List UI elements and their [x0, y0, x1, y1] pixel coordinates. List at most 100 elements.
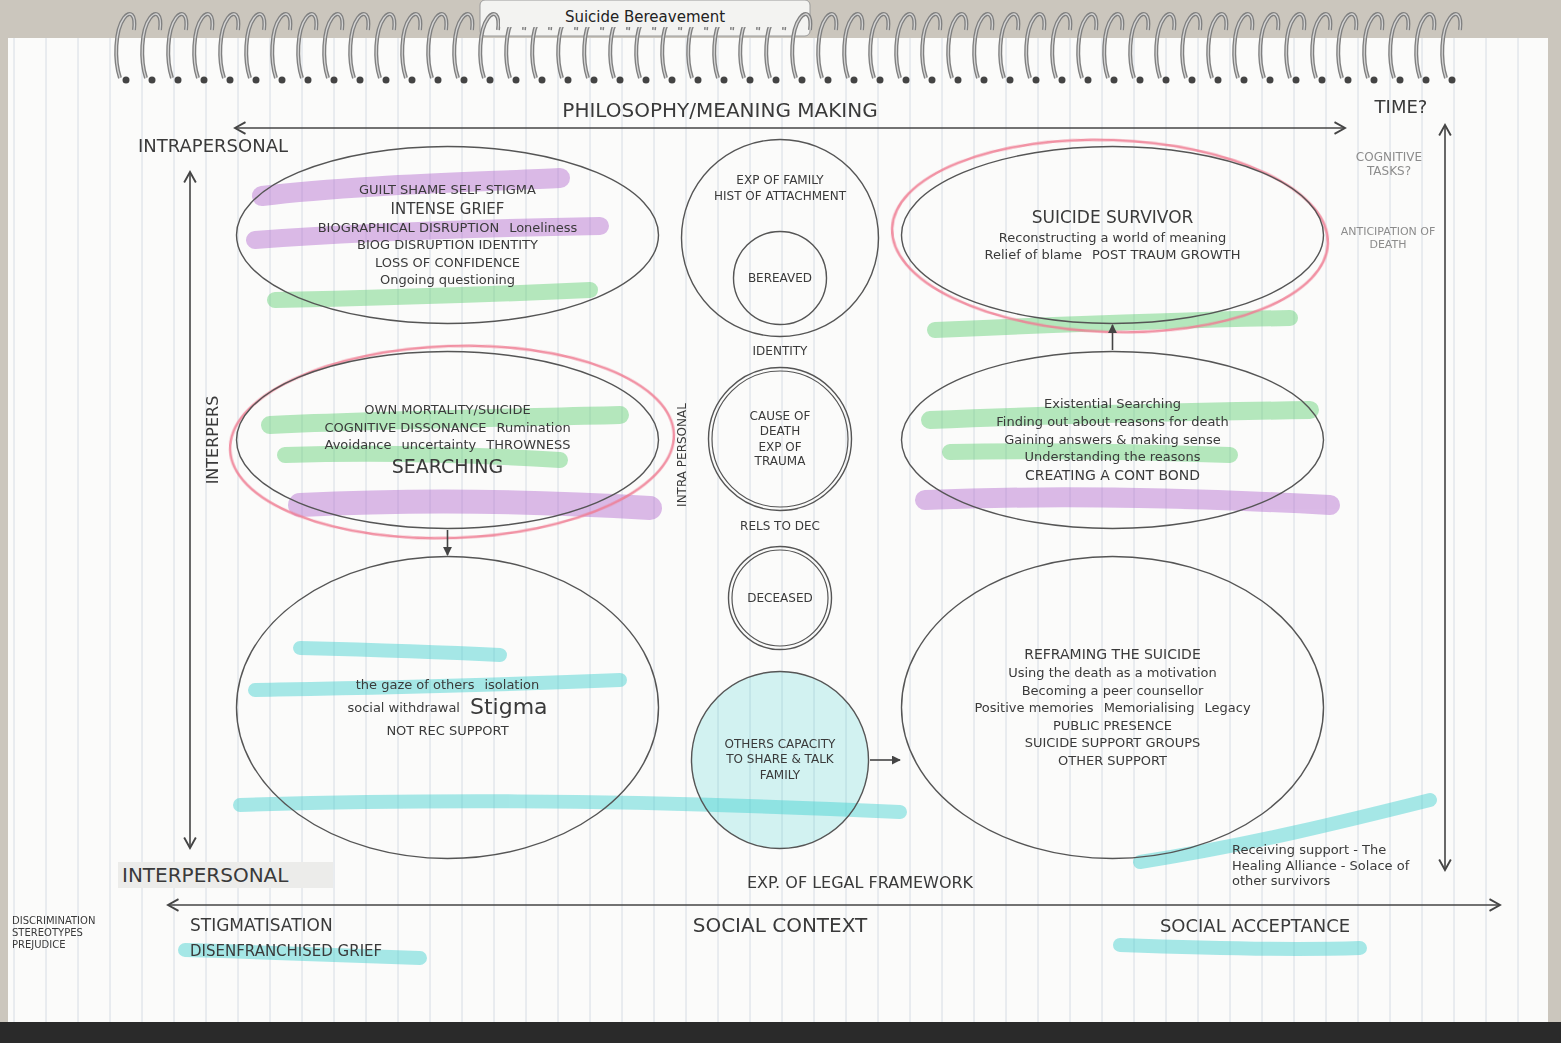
node-outline	[707, 366, 853, 512]
annotation-label: INTERPERSONAL	[118, 862, 333, 888]
node-text: SUICIDE SUPPORT GROUPS	[1025, 735, 1201, 751]
meaning-axis-arrow	[235, 127, 1345, 129]
node-text: NOT REC SUPPORT	[386, 723, 508, 739]
outline-shape	[729, 547, 832, 650]
ellipse-node: SUICIDE SURVIVORReconstructing a world o…	[900, 145, 1325, 325]
annotation-label: Receiving support - The Healing Alliance…	[1232, 842, 1437, 889]
annotation-label: PHILOSOPHY/MEANING MAKING	[500, 98, 940, 122]
node-content: the gaze of othersisolationsocial withdr…	[303, 604, 592, 811]
node-content: Existential SearchingFinding out about r…	[968, 379, 1257, 501]
annotation-label: INTERPERS	[203, 396, 222, 485]
arrow-connector	[1112, 325, 1114, 350]
annotation-label: IDENTITY	[720, 344, 840, 358]
ellipse-node: Existential SearchingFinding out about r…	[900, 350, 1325, 530]
node-text: Memorialising	[1104, 700, 1195, 716]
node-text: GUILT SHAME SELF STIGMA	[359, 182, 536, 198]
node-text: uncertainty	[402, 437, 477, 453]
node-text: LOSS OF CONFIDENCE	[375, 255, 520, 271]
node-content: OTHERS CAPACITY TO SHARE & TALKFAMILY	[721, 701, 840, 820]
annotation-label: SOCIAL CONTEXT	[630, 913, 930, 937]
time-axis-arrow	[1444, 125, 1446, 870]
pink-outlines	[227, 132, 1331, 545]
node-text: COGNITIVE DISSONANCE	[324, 420, 486, 436]
node-text: Using the death as a motivation	[1008, 665, 1217, 681]
node-text: DECEASED	[747, 591, 812, 605]
annotation-label: ANTICIPATION OF DEATH	[1338, 225, 1438, 251]
annotation-label: RELS TO DEC	[720, 519, 840, 533]
node-text: Understanding the reasons	[1024, 449, 1200, 465]
node-text: Becoming a peer counsellor	[1022, 683, 1204, 699]
node-text: Existential Searching	[1044, 396, 1181, 412]
annotation-label: SOCIAL ACCEPTANCE	[1140, 915, 1370, 937]
outline-shape	[237, 557, 659, 859]
green-highlight	[275, 290, 590, 300]
node-text: Ongoing questioning	[380, 272, 515, 288]
node-text: isolation	[484, 677, 539, 693]
node-text: CAUSE OF DEATH	[736, 409, 824, 438]
node-text: Avoidance	[325, 437, 392, 453]
node-text: EXP OF TRAUMA	[736, 440, 824, 469]
highlighter-strokes	[185, 178, 1430, 958]
annotation-label: INTRAPERSONAL	[138, 135, 318, 157]
node-text: OTHER SUPPORT	[1058, 753, 1167, 769]
node-content: CAUSE OF DEATHEXP OF TRAUMA	[736, 395, 824, 483]
ruled-lines	[8, 38, 1548, 1023]
outline-shape	[732, 550, 828, 646]
annotation-label: INTRA PERSONAL	[675, 403, 689, 507]
node-text: CREATING A CONT BOND	[1025, 467, 1200, 484]
annotation-label: Suicide Bereavement	[500, 7, 790, 27]
node-text: EXP OF FAMILY	[736, 173, 823, 187]
node-text: Stigma	[470, 694, 548, 720]
node-content: DECEASED	[740, 558, 821, 639]
outline-shape	[682, 140, 879, 337]
annotation-label: DISENFRANCHISED GRIEF	[190, 942, 470, 960]
node-text: BIOG DISRUPTION IDENTITY	[357, 237, 538, 253]
outline-shape	[902, 147, 1324, 324]
outline-shape	[709, 368, 852, 511]
pink-loop	[889, 132, 1331, 339]
node-text: PUBLIC PRESENCE	[1053, 718, 1172, 734]
annotation-label: STIGMATISATION	[190, 915, 430, 935]
node-content: REFRAMING THE SUICIDE Using the death as …	[968, 604, 1257, 811]
arrow-connector	[870, 759, 900, 761]
annotation-label: DISCRIMINATION STEREOTYPES PREJUDICE	[12, 915, 116, 951]
node-text: THROWNESS	[486, 437, 570, 453]
node-text: BIOGRAPHICAL DISRUPTION	[318, 220, 499, 236]
node-content: EXP OF FAMILY HIST OF ATTACHMENT	[705, 166, 855, 210]
outline-shape	[237, 147, 659, 324]
circle-node: DECEASED	[727, 545, 833, 651]
ellipse-node: REFRAMING THE SUICIDE Using the death as …	[900, 555, 1325, 860]
ellipse-node: OWN MORTALITY/SUICIDE COGNITIVE DISSONANC…	[235, 350, 660, 530]
cyan-highlight	[1120, 945, 1360, 949]
outline-shape	[902, 352, 1324, 529]
node-text: OTHERS CAPACITY TO SHARE & TALK	[721, 737, 840, 766]
node-text: REFRAMING THE SUICIDE	[1024, 646, 1201, 663]
node-text: OWN MORTALITY/SUICIDE	[364, 402, 530, 418]
node-content: GUILT SHAME SELF STIGMAINTENSE GRIEFBIOG…	[303, 174, 592, 296]
spiral-binding	[112, 0, 1464, 90]
paper-sheet	[8, 38, 1548, 1023]
node-text: HIST OF ATTACHMENT	[714, 189, 846, 203]
outline-shape	[692, 672, 869, 849]
circle-node: CAUSE OF DEATHEXP OF TRAUMA	[707, 366, 853, 512]
outline-shape	[734, 232, 827, 325]
ellipse-node: GUILT SHAME SELF STIGMAINTENSE GRIEFBIOG…	[235, 145, 660, 325]
social-axis-arrow	[168, 904, 1500, 906]
node-text: SEARCHING	[392, 455, 503, 478]
node-content: OWN MORTALITY/SUICIDE COGNITIVE DISSONANC…	[303, 379, 592, 501]
pink-loop	[227, 338, 677, 545]
node-text: Positive memories	[974, 700, 1093, 716]
ellipse-node: the gaze of othersisolationsocial withdr…	[235, 555, 660, 860]
circle-node: OTHERS CAPACITY TO SHARE & TALKFAMILY	[690, 670, 870, 850]
node-text: Relief of blame	[984, 247, 1082, 263]
node-text: Finding out about reasons for death	[996, 414, 1228, 430]
circle-node: BEREAVED	[732, 230, 828, 326]
node-outline	[680, 138, 880, 338]
cyan-highlight	[300, 648, 500, 655]
node-text: BEREAVED	[748, 271, 812, 285]
node-text: SUICIDE SURVIVOR	[1032, 207, 1194, 227]
node-text: Gaining answers & making sense	[1004, 432, 1220, 448]
